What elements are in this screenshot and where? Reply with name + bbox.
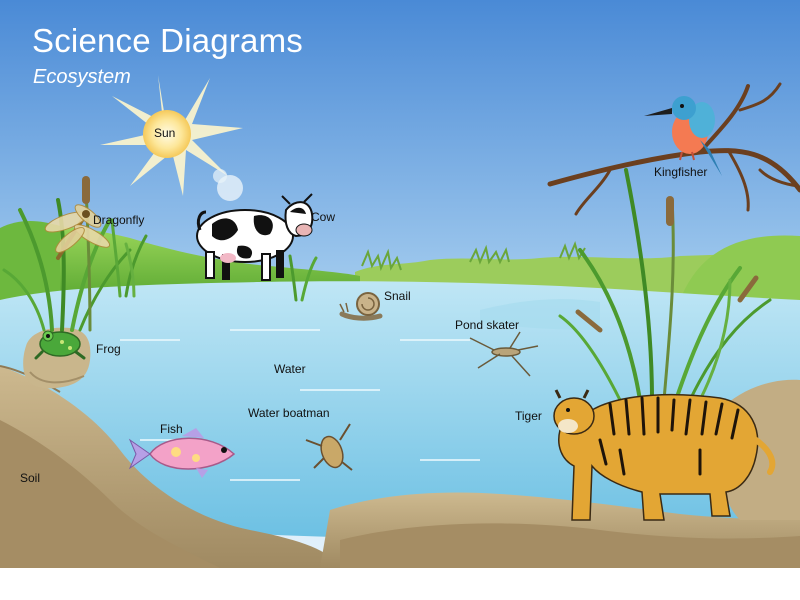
frog-icon — [34, 330, 86, 360]
water-label: Water — [274, 362, 306, 376]
cow-icon — [196, 193, 314, 281]
fish-icon — [128, 428, 236, 478]
kingfisher-label: Kingfisher — [654, 165, 708, 179]
water-ripples — [120, 329, 480, 481]
bottom-margin — [0, 568, 800, 600]
frog-label: Frog — [96, 342, 121, 356]
page-title: Science Diagrams — [32, 22, 303, 59]
kingfisher-icon — [644, 96, 722, 176]
left-reeds — [2, 176, 318, 332]
tiger-label: Tiger — [515, 409, 542, 423]
snail-icon — [339, 292, 383, 321]
dragonfly-icon — [44, 204, 111, 260]
snail-label: Snail — [384, 289, 411, 303]
sun-label: Sun — [154, 126, 176, 140]
tree-branch — [547, 82, 800, 216]
water-boatman-icon — [305, 423, 353, 471]
sun-icon — [100, 75, 243, 201]
ecosystem-scene — [0, 0, 800, 568]
right-reeds — [558, 168, 772, 402]
fish-label: Fish — [160, 422, 183, 436]
soil-label: Soil — [20, 471, 41, 485]
cow-label: Cow — [311, 210, 336, 224]
pond-skater-icon — [469, 331, 539, 377]
dragonfly-label: Dragonfly — [93, 213, 145, 227]
water-boatman-label: Water boatman — [248, 406, 330, 420]
page-subtitle: Ecosystem — [33, 66, 131, 88]
ecosystem-diagram: Science Diagrams Ecosystem Sun Dragonfly… — [0, 0, 800, 568]
pond-skater-label: Pond skater — [455, 318, 520, 332]
tiger-icon — [553, 389, 776, 521]
pond-water — [0, 281, 800, 540]
